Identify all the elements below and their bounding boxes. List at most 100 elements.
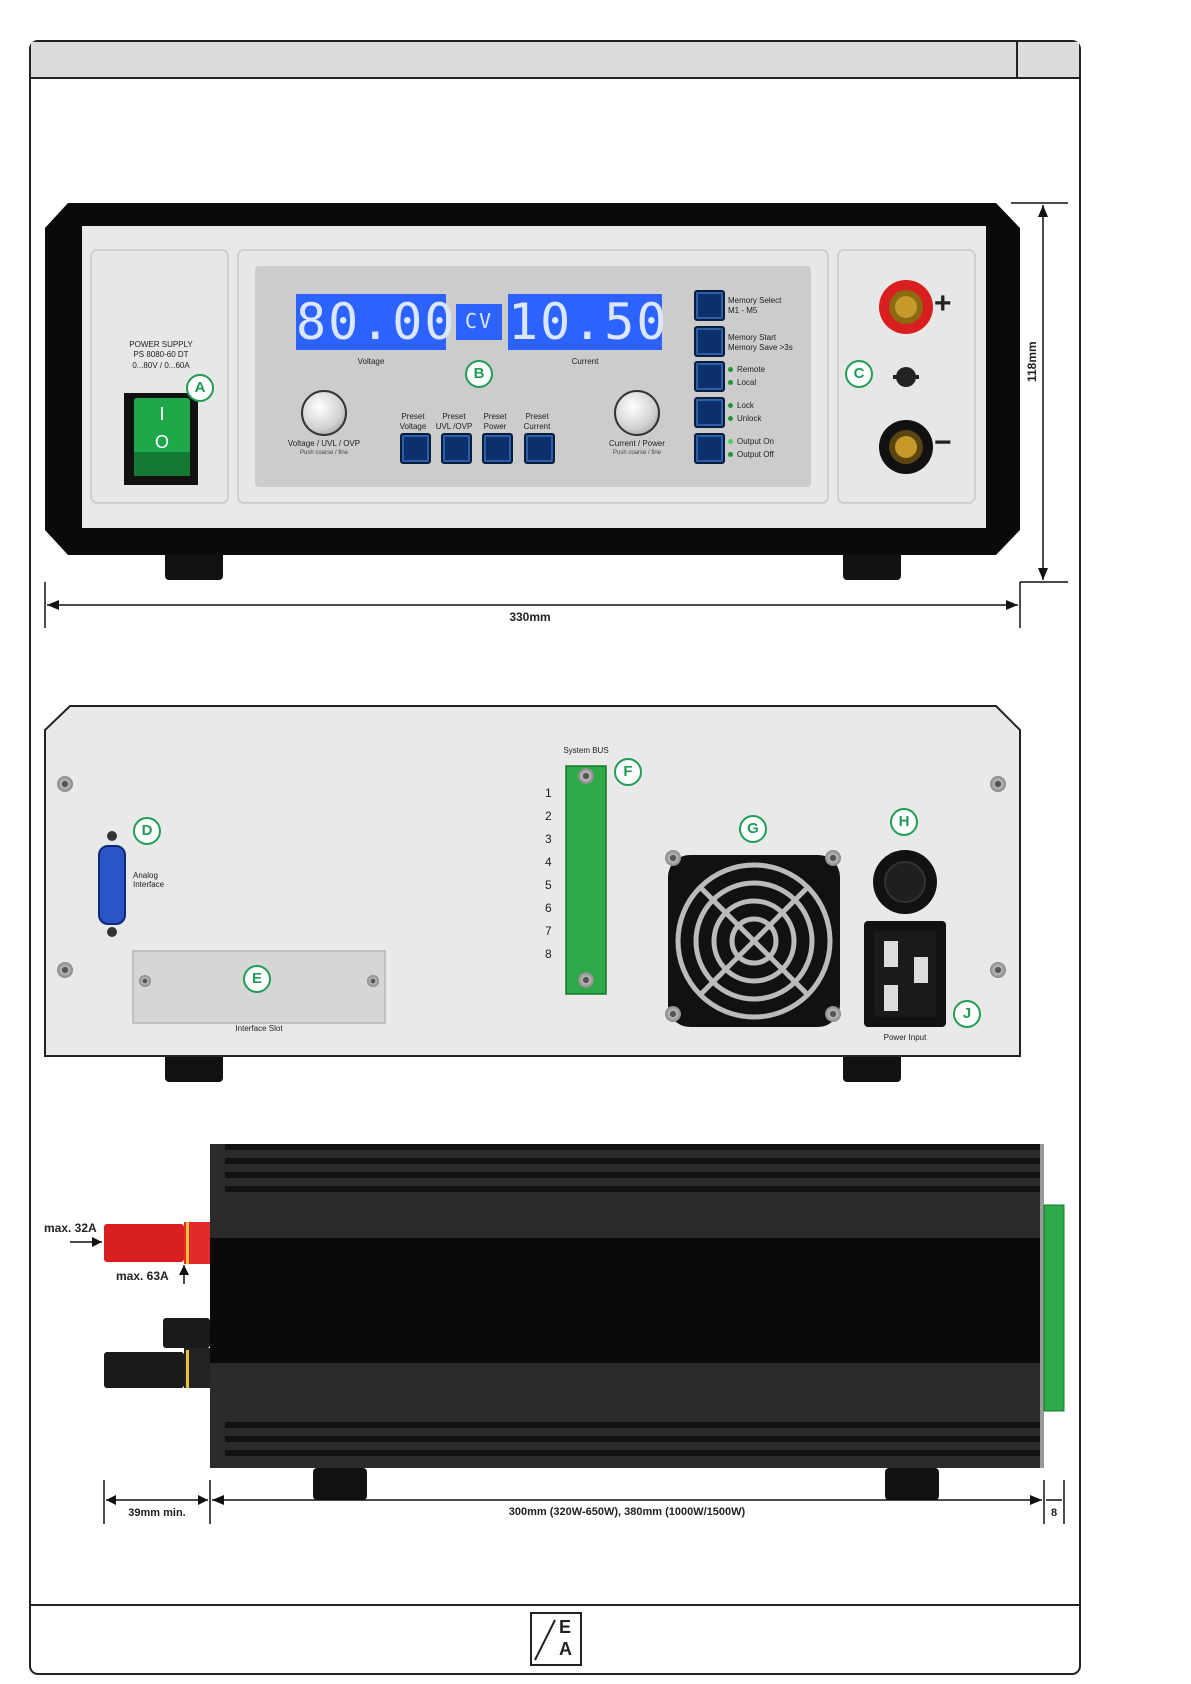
preset-uvl-ovp-button[interactable] [441, 433, 472, 464]
power-input-label: Power Input [883, 1033, 927, 1042]
logo-letter-e: E [559, 1617, 572, 1637]
system-bus-label: System BUS [563, 746, 609, 755]
screw-icon [665, 850, 681, 866]
model-title-line2: PS 8080-60 DT [133, 350, 189, 359]
callout-e: E [243, 965, 271, 993]
output-off-led-icon [728, 452, 733, 458]
memory-select-label: Memory Select [728, 296, 782, 305]
pin-1-label: 1 [545, 786, 552, 800]
callout-j: J [953, 1000, 981, 1028]
preset-label-line1: Preset [525, 412, 549, 421]
min-clearance-label: 39mm min. [128, 1507, 186, 1519]
switch-on-symbol: I [159, 404, 165, 424]
width-dimension: 330mm [509, 610, 551, 624]
callout-b: B [465, 360, 493, 388]
screw-icon [665, 1006, 681, 1022]
screw-icon [139, 975, 151, 987]
memory-save-label: Memory Save >3s [728, 343, 793, 352]
current-label: Current [571, 357, 599, 366]
screw-icon [578, 972, 594, 988]
screw-icon [990, 962, 1006, 978]
callout-f: F [614, 758, 642, 786]
local-led-icon [728, 380, 733, 386]
screw-icon [57, 962, 73, 978]
model-title-line1: POWER SUPPLY [129, 340, 193, 349]
lock-led-icon [728, 403, 733, 409]
preset-current-button[interactable] [524, 433, 555, 464]
preset-label-line1: Preset [401, 412, 425, 421]
callout-d: D [133, 817, 161, 845]
screw-icon [578, 768, 594, 784]
memory-select-button[interactable] [694, 290, 725, 321]
lock-unlock-button[interactable] [694, 397, 725, 428]
preset-power-button[interactable] [482, 433, 513, 464]
current-knob[interactable] [614, 390, 660, 436]
positive-terminal[interactable] [879, 280, 933, 334]
ea-logo: E A [531, 1613, 581, 1665]
voltage-knob-label: Voltage / UVL / OVP [287, 439, 361, 448]
screw-icon [825, 850, 841, 866]
mode-indicator: CV [456, 304, 502, 340]
analog-interface-label: Analog Interface [133, 871, 165, 889]
max-63a-label: max. 63A [116, 1269, 169, 1283]
pin-6-label: 6 [545, 901, 552, 915]
preset-label-line1: Preset [442, 412, 466, 421]
remote-local-button[interactable] [694, 361, 725, 392]
model-title-line3: 0...80V / 0...60A [132, 361, 190, 370]
preset-label-line2: Voltage [399, 422, 427, 431]
height-dimension: 118mm [1025, 341, 1039, 382]
max-32a-label: max. 32A [44, 1221, 97, 1235]
current-knob-label: Current / Power [608, 439, 666, 448]
local-label: Local [728, 378, 756, 387]
voltage-knob-sublabel: Push coarse / fine [299, 450, 349, 456]
interface-slot-label: Interface Slot [235, 1024, 283, 1033]
preset-voltage-button[interactable] [400, 433, 431, 464]
output-off-label: Output Off [728, 450, 774, 459]
pin-8-label: 8 [545, 947, 552, 961]
screw-icon [990, 776, 1006, 792]
preset-label-line2: Power [483, 422, 507, 431]
pin-7-label: 7 [545, 924, 552, 938]
lock-label: Lock [728, 401, 754, 410]
output-on-label: Output On [728, 437, 774, 446]
power-switch[interactable]: I O [134, 398, 190, 476]
unlock-led-icon [728, 416, 733, 422]
current-knob-sublabel: Push coarse / fine [612, 450, 662, 456]
screw-icon [825, 1006, 841, 1022]
pin-5-label: 5 [545, 878, 552, 892]
voltage-display: 80.00 [296, 293, 457, 351]
pin-3-label: 3 [545, 832, 552, 846]
pin-2-label: 2 [545, 809, 552, 823]
output-on-led-icon [728, 439, 733, 445]
memory-start-button[interactable] [694, 326, 725, 357]
callout-a: A [186, 374, 214, 402]
memory-select-sublabel: M1 - M5 [728, 306, 758, 315]
analog-interface-connector[interactable] [99, 846, 125, 924]
system-bus-connector[interactable] [566, 766, 606, 994]
unlock-label: Unlock [728, 414, 761, 423]
current-display: 10.50 [508, 293, 669, 351]
logo-letter-a: A [559, 1639, 572, 1659]
plus-terminal-symbol: + [934, 287, 952, 320]
fuse-holder[interactable] [873, 850, 937, 914]
preset-label-line1: Preset [483, 412, 507, 421]
callout-c: C [845, 360, 873, 388]
voltage-knob[interactable] [301, 390, 347, 436]
depth-label: 300mm (320W-650W), 380mm (1000W/1500W) [508, 1506, 746, 1518]
switch-off-symbol: O [154, 432, 169, 452]
minus-terminal-symbol: − [934, 426, 952, 459]
screw-icon [367, 975, 379, 987]
rear-offset-label: 8 [1050, 1507, 1058, 1519]
callout-h: H [890, 808, 918, 836]
remote-led-icon [728, 367, 733, 373]
negative-terminal[interactable] [879, 420, 933, 474]
output-button[interactable] [694, 433, 725, 464]
remote-label: Remote [728, 365, 765, 374]
preset-label-line2: UVL /OVP [435, 422, 473, 431]
screw-icon [57, 776, 73, 792]
memory-start-label: Memory Start [728, 333, 777, 342]
voltage-label: Voltage [357, 357, 385, 366]
pin-4-label: 4 [545, 855, 552, 869]
power-inlet[interactable] [864, 921, 946, 1027]
